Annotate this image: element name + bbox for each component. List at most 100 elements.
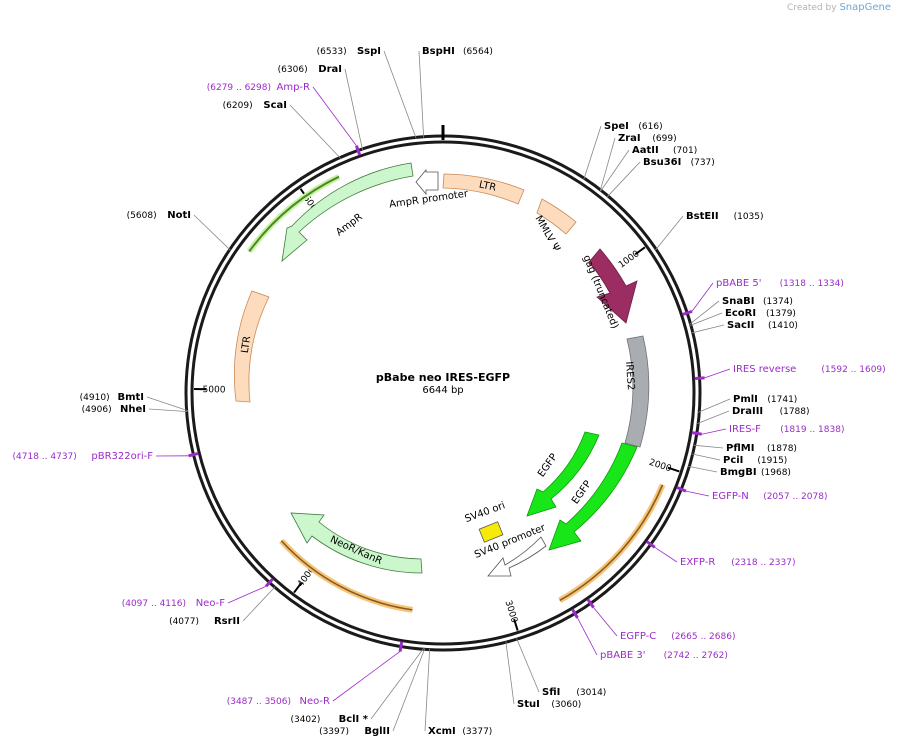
orf-band-egfp-line: [559, 484, 664, 602]
restriction-site[interactable]: SspI(6533): [317, 46, 381, 57]
restriction-site[interactable]: ScaI(6209): [223, 100, 287, 111]
site-leader: [505, 641, 515, 705]
primer-leader: [701, 428, 727, 435]
primer-position: (2665 .. 2686): [671, 632, 735, 642]
primer[interactable]: pBABE 5'(1318 .. 1334): [716, 278, 844, 289]
primer-mark: [586, 598, 595, 609]
restriction-site[interactable]: NotI(5608): [127, 210, 191, 221]
site-leader: [600, 149, 630, 192]
primer-name: Neo-F: [196, 598, 226, 609]
site-leader: [689, 300, 720, 325]
orf-band-ampr-line: [248, 175, 340, 253]
feature-egfp-outer[interactable]: [548, 442, 638, 551]
site-leader: [599, 137, 616, 192]
primer-mark: [681, 309, 693, 316]
restriction-site[interactable]: SpeI(616): [604, 121, 663, 132]
restriction-site[interactable]: NheI(4906): [82, 404, 146, 415]
primer-mark: [264, 577, 274, 588]
feature-mmlv-psi[interactable]: [536, 198, 577, 235]
primer-position: (2742 .. 2762): [664, 651, 728, 661]
primer-position: (3487 .. 3506): [227, 697, 291, 707]
feature-ltr-left[interactable]: [233, 290, 270, 403]
primer-position: (4718 .. 4737): [13, 452, 77, 462]
site-leader: [289, 104, 341, 159]
primer[interactable]: Amp-R(6279 .. 6298): [207, 82, 310, 93]
primer[interactable]: EGFP-C (2665 .. 2686): [620, 631, 735, 642]
feature-neor-kanr[interactable]: [290, 512, 423, 574]
feature-label: IRES2: [623, 361, 636, 391]
restriction-site[interactable]: DraIII(1788): [732, 406, 810, 417]
site-name: SpeI: [604, 121, 629, 132]
site-position: (5608): [127, 211, 157, 221]
feature-ltr-top[interactable]: [442, 173, 525, 205]
site-name: StuI: [517, 699, 540, 710]
restriction-site[interactable]: PciI(1915): [723, 455, 787, 466]
site-position: (1379): [766, 309, 796, 319]
site-name: ScaI: [263, 100, 287, 111]
primer[interactable]: IRES-F(1819 .. 1838): [729, 424, 844, 435]
primer-position: (6279 .. 6298): [207, 83, 271, 93]
primer-position: (1592 .. 1609): [821, 365, 885, 375]
restriction-site[interactable]: BstEII(1035): [686, 211, 764, 222]
restriction-site[interactable]: SacII(1410): [727, 320, 798, 331]
tick-label: 2000: [648, 458, 673, 475]
primer[interactable]: Neo-F(4097 .. 4116): [122, 598, 226, 609]
site-name: SacII: [727, 320, 754, 331]
site-leader: [698, 398, 731, 413]
primer[interactable]: pBR322ori-F(4718 .. 4737): [13, 451, 154, 462]
restriction-site[interactable]: AatII(701): [632, 145, 697, 156]
primer[interactable]: pBABE 3'(2742 .. 2762): [600, 650, 728, 661]
feature-egfp-inner[interactable]: [526, 431, 600, 517]
site-position: (4906): [82, 405, 112, 415]
site-name: SnaBI: [722, 296, 754, 307]
feature-label: LTR: [478, 179, 497, 193]
primer-name: EGFP-C: [620, 631, 656, 642]
primer-leader: [654, 546, 678, 563]
snapgene-credit: Created by SnapGene: [787, 2, 891, 13]
primer[interactable]: IRES reverse(1592 .. 1609): [733, 364, 886, 375]
restriction-site[interactable]: PflMI(1878): [726, 443, 797, 454]
site-name: EcoRI: [725, 308, 756, 319]
site-leader: [689, 312, 723, 326]
restriction-site[interactable]: RsrII(4077): [169, 616, 240, 627]
restriction-site[interactable]: StuI(3060): [517, 699, 581, 710]
primer-name: pBABE 5': [716, 278, 762, 289]
site-name: BglII: [364, 726, 390, 737]
site-position: (6533): [317, 47, 347, 57]
primer-position: (2057 .. 2078): [763, 492, 827, 502]
restriction-site[interactable]: ZraI(699): [618, 133, 677, 144]
restriction-site[interactable]: EcoRI (1379): [725, 308, 796, 319]
site-leader: [693, 444, 724, 449]
restriction-site[interactable]: Bsu36I(737): [643, 157, 715, 168]
restriction-site[interactable]: XcmI(3377): [428, 726, 492, 737]
restriction-site[interactable]: SnaBI(1374): [722, 296, 793, 307]
feature-sv40-promoter[interactable]: [487, 536, 547, 577]
restriction-site[interactable]: BmtI(4910): [80, 392, 144, 403]
site-position: (3014): [576, 688, 606, 698]
feature-gag-truncated[interactable]: [588, 248, 638, 324]
backbone-inner: [190, 140, 696, 646]
site-leader: [418, 50, 425, 138]
primer[interactable]: EGFP-N(2057 .. 2078): [712, 491, 827, 502]
feature-sv40-ori[interactable]: [478, 521, 504, 543]
restriction-site[interactable]: SfiI(3014): [542, 687, 606, 698]
site-position: (1968): [761, 468, 791, 478]
primer-mark: [188, 451, 199, 458]
restriction-site[interactable]: BmgBI(1968): [720, 467, 791, 478]
feature-ampr[interactable]: [281, 162, 414, 262]
restriction-site[interactable]: BglII(3397): [319, 726, 390, 737]
feature-label: AmpR promoter: [389, 188, 470, 210]
site-position: (701): [673, 146, 697, 156]
feature-ires2[interactable]: [624, 335, 650, 448]
restriction-site[interactable]: BspHI(6564): [422, 46, 493, 57]
site-position: (3402): [290, 715, 320, 725]
restriction-site[interactable]: DraI(6306): [278, 64, 342, 75]
site-leader: [392, 648, 426, 732]
restriction-site[interactable]: PmlI(1741): [733, 394, 797, 405]
primer[interactable]: Neo-R(3487 .. 3506): [227, 696, 330, 707]
primer[interactable]: EXFP-R(2318 .. 2337): [680, 557, 795, 568]
primer-mark: [691, 431, 702, 436]
restriction-site[interactable]: BclI *(3402): [290, 714, 368, 725]
feature-ampr-promoter[interactable]: [415, 168, 439, 196]
primer-leader: [577, 617, 598, 656]
